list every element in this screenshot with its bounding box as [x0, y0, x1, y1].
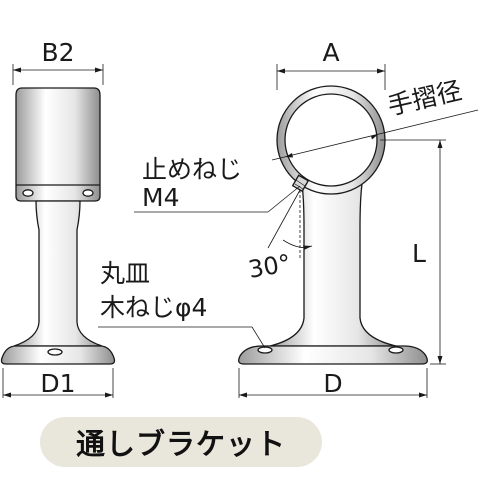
- label-handrail-diameter: 手摺径: [385, 76, 465, 121]
- dimension-labels: B2 A 手摺径 止めねじ M4 30° L 丸皿 木ねじφ4 D1 D: [40, 38, 464, 398]
- front-base-plate: [238, 345, 428, 365]
- label-a: A: [322, 38, 339, 67]
- handrail-ring-inner: [284, 93, 378, 187]
- label-l: L: [412, 239, 426, 268]
- label-d: D: [323, 369, 342, 398]
- label-b2: B2: [41, 38, 74, 67]
- label-set-screw-1: 止めねじ: [142, 155, 242, 184]
- side-view: [0, 64, 116, 398]
- label-round-screw-2: 木ねじφ4: [100, 293, 207, 322]
- front-view: [98, 64, 479, 398]
- product-name-badge: 通しブラケット: [40, 417, 322, 467]
- saddle-block: [15, 87, 101, 202]
- product-name: 通しブラケット: [75, 427, 286, 461]
- side-stem: [13, 200, 103, 347]
- label-set-screw-2: M4: [142, 183, 179, 212]
- label-round-screw-1: 丸皿: [100, 259, 150, 288]
- label-angle: 30°: [246, 249, 293, 284]
- label-d1: D1: [40, 369, 75, 398]
